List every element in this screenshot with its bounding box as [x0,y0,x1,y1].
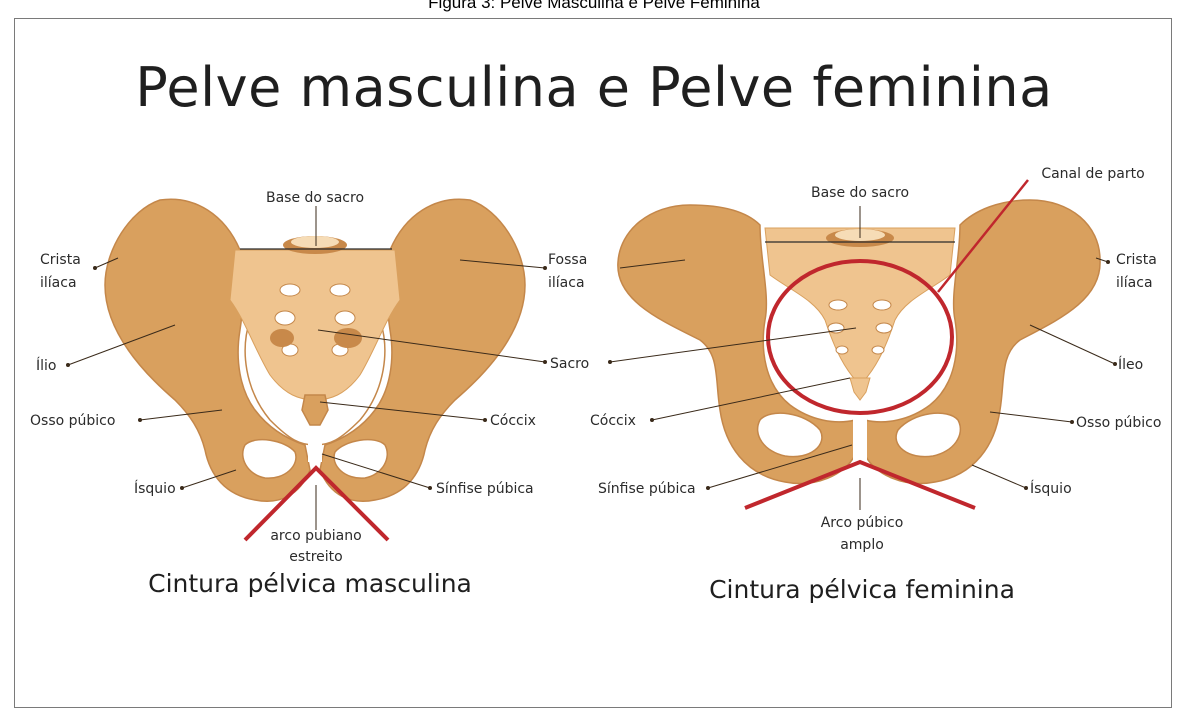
label-female-crista-1: Crista [1116,252,1157,268]
label-male-sacro: Sacro [550,356,589,372]
female-coccyx [850,378,870,400]
label-female-canal-de-parto: Canal de parto [1041,166,1144,182]
male-symphysis-gap [308,440,322,462]
label-male-arco-2: estreito [289,549,342,565]
label-male-osso-pubico: Osso púbico [30,413,115,429]
male-caption: Cintura pélvica masculina [148,569,472,598]
label-male-crista-2: ilíaca [40,275,77,291]
female-symphysis-gap [853,418,867,463]
female-pelvis: Canal de parto Base do sacro Crista ilía… [590,166,1161,604]
label-male-arco-1: arco pubiano [270,528,361,544]
label-female-arco-2: amplo [840,537,884,553]
label-female-ileo: Íleo [1118,356,1143,373]
label-female-crista-2: ilíaca [1116,275,1153,291]
female-sacrum [765,228,955,385]
label-male-sinfise: Sínfise púbica [436,481,534,497]
label-female-sinfise: Sínfise púbica [598,481,696,497]
male-sacral-base-top [291,236,339,248]
label-female-arco-1: Arco púbico [821,515,904,531]
label-female-isquio: Ísquio [1030,480,1072,497]
female-ileo-leader [1030,325,1115,364]
label-male-base-do-sacro: Base do sacro [266,190,364,206]
label-male-ilio: Ílio [36,357,56,374]
male-pelvis: Base do sacro Crista ilíaca Fossa ilíaca… [30,190,589,598]
label-female-base-do-sacro: Base do sacro [811,185,909,201]
label-male-crista-1: Crista [40,252,81,268]
label-male-isquio: Ísquio [134,480,176,497]
label-female-coccix: Cóccix [590,413,636,429]
female-osso-leader [990,412,1072,422]
label-male-coccix: Cóccix [490,413,536,429]
female-caption: Cintura pélvica feminina [709,575,1015,604]
female-isquio-leader [972,465,1026,488]
label-female-osso-pubico: Osso púbico [1076,415,1161,431]
label-male-fossa-2: ilíaca [548,275,585,291]
label-male-fossa-1: Fossa [548,252,587,268]
